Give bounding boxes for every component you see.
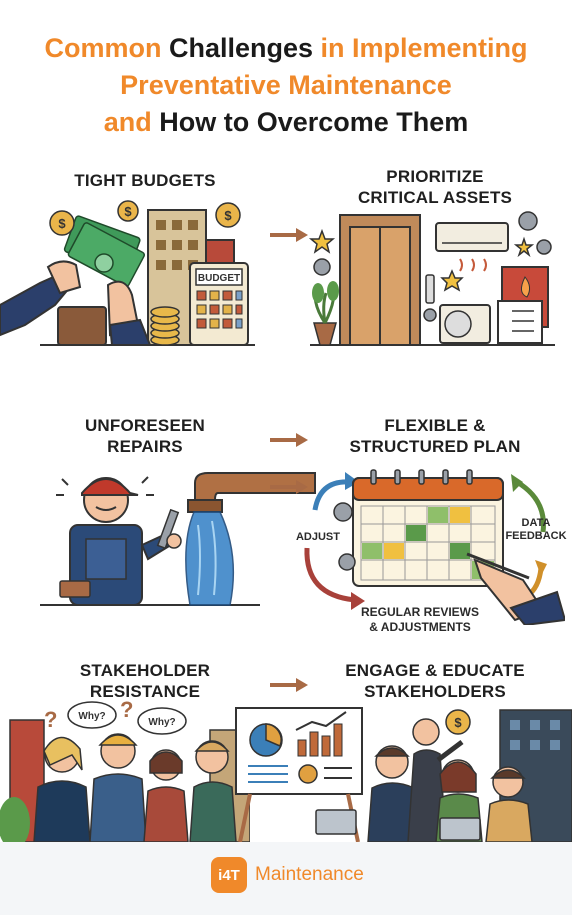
arrow-right-icon [270,678,308,692]
critical-assets-illustration [308,211,555,346]
solution-heading-prioritize: PRIORITIZE CRITICAL ASSETS [357,167,513,207]
repairs-illustration [40,472,316,606]
challenge-heading-budgets: TIGHT BUDGETS [74,171,216,190]
why-bubble-1: Why? [78,711,105,722]
budget-illustration: BUDGET $ $ $ [0,200,255,346]
svg-text:$: $ [224,208,232,223]
challenge-heading-repairs: UNFORESEEN REPAIRS [84,416,206,456]
footer [0,842,572,915]
arrow-right-icon [270,433,308,447]
data-feedback-label: DATA FEEDBACK [505,517,567,542]
i4t-logo[interactable]: i4T [211,857,247,893]
challenge-heading-resistance: STAKEHOLDER RESISTANCE [79,661,211,701]
svg-text:?: ? [120,697,133,722]
page-title: Common Challenges in Implementing Preven… [44,33,528,137]
regular-reviews-label: REGULAR REVIEWS & ADJUSTMENTS [360,605,479,634]
brand-name[interactable]: Maintenance [255,864,364,885]
solution-heading-flexible: FLEXIBLE & STRUCTURED PLAN [349,416,521,456]
adjust-label: ADJUST [295,531,340,543]
calendar-plan-illustration [304,469,565,625]
svg-text:?: ? [44,707,57,732]
svg-text:$: $ [124,204,132,219]
budget-label: BUDGET [198,273,240,284]
svg-text:$: $ [454,715,462,730]
why-bubble-2: Why? [148,717,175,728]
stakeholder-resistance-illustration: Why? Why? ?? [0,697,250,842]
arrow-right-icon [270,480,308,494]
arrow-right-icon [270,228,308,242]
engage-stakeholders-illustration: $ [235,707,572,842]
svg-text:$: $ [58,216,66,231]
solution-heading-engage: ENGAGE & EDUCATE STAKEHOLDERS [345,661,525,701]
